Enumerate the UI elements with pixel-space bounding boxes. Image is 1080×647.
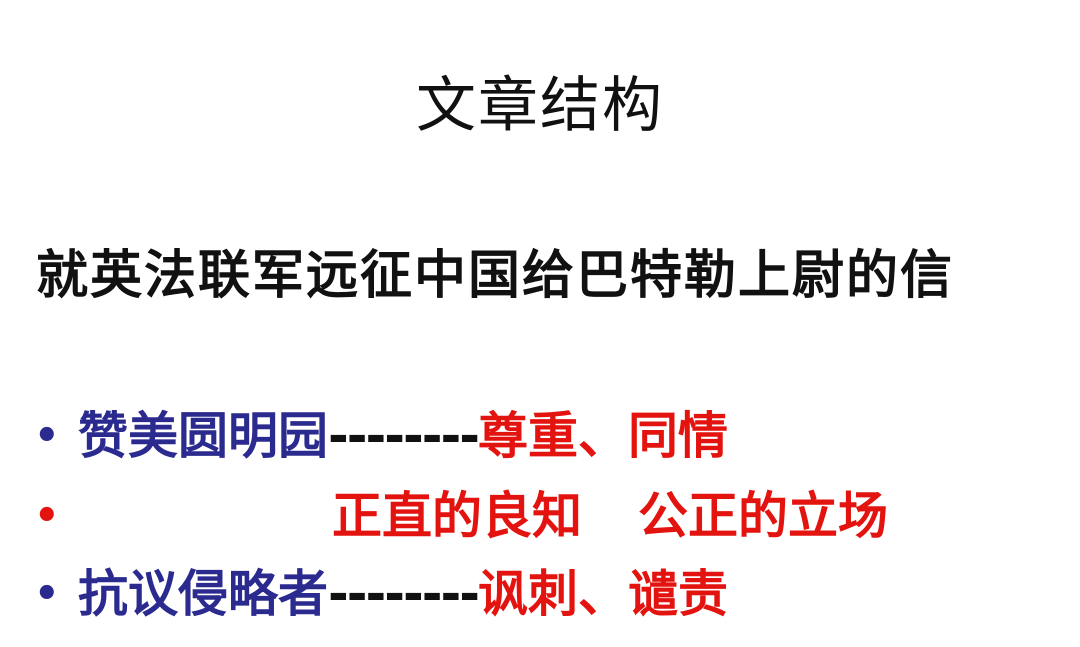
list-item: • 抗议侵略者--------讽刺、谴责 <box>34 562 728 626</box>
bullet-icon: • <box>34 413 60 459</box>
point-text-part1: 正直的良知 <box>332 487 582 545</box>
list-item: • 赞美圆明园--------尊重、同情 <box>34 404 728 468</box>
point-text-part2: 公正的立场 <box>638 487 888 545</box>
bullet-icon: • <box>34 493 60 539</box>
point-left-text: 赞美圆明园 <box>78 407 328 465</box>
point-right-text: 尊重、同情 <box>478 407 729 465</box>
page-title: 文章结构 <box>416 71 664 141</box>
list-item: • 正直的良知公正的立场 <box>34 484 888 548</box>
point-left-text: 抗议侵略者 <box>78 565 328 623</box>
point-right-text: 讽刺、谴责 <box>478 565 729 623</box>
subtitle: 就英法联军远征中国给巴特勒上尉的信 <box>36 246 955 306</box>
dash-separator: -------- <box>328 565 480 623</box>
bullet-icon: • <box>34 571 60 617</box>
dash-separator: -------- <box>328 407 480 465</box>
